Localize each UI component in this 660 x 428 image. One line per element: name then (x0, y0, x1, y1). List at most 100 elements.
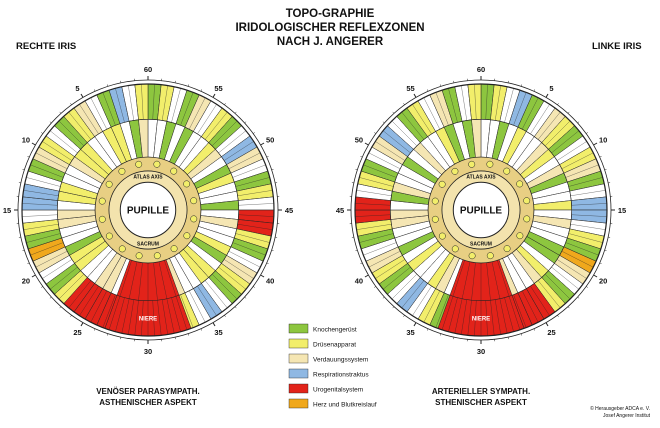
clock-tick (50, 297, 51, 298)
copyright-line-2: Josef Angerer Institut (603, 413, 651, 419)
autonomic-ring-marker (171, 245, 177, 251)
autonomic-ring-marker (106, 181, 112, 187)
legend-swatch (289, 324, 308, 333)
autonomic-ring-marker (487, 252, 493, 258)
clock-tick (70, 103, 71, 105)
autonomic-ring-marker (190, 198, 196, 204)
right-pupil-label: PUPILLE (460, 206, 503, 217)
autonomic-ring-marker (452, 246, 458, 252)
autonomic-ring-marker (154, 161, 160, 167)
clock-label: 40 (355, 277, 363, 286)
autonomic-ring-marker (524, 216, 530, 222)
title-line-3: NACH J. ANGERER (277, 36, 384, 48)
clock-label: 45 (285, 206, 293, 215)
autonomic-ring-marker (119, 168, 125, 174)
clock-label: 25 (73, 328, 81, 337)
left-inner-top-label: ATLAS AXIS (133, 175, 163, 181)
autonomic-ring-marker (432, 198, 438, 204)
clock-tick (440, 334, 441, 336)
clock-tick (374, 286, 376, 287)
clock-label: 15 (618, 206, 626, 215)
clock-tick (521, 334, 522, 336)
clock-tick (355, 250, 357, 251)
clock-tick (440, 84, 441, 86)
clock-label: 50 (355, 136, 363, 145)
autonomic-ring-marker (523, 198, 529, 204)
clock-tick (427, 329, 428, 331)
clock-tick (586, 286, 588, 287)
autonomic-ring-marker (136, 161, 142, 167)
left-iris-diagram: PUPILLE ATLAS AXIS SACRUM NIERE 60510152… (3, 65, 293, 356)
clock-label: 25 (547, 328, 555, 337)
legend-label: Drüsenapparat (313, 342, 356, 349)
autonomic-ring-marker (99, 216, 105, 222)
autonomic-ring-marker (516, 181, 522, 187)
clock-label: 20 (22, 277, 30, 286)
clock-tick (201, 329, 202, 331)
clock-label: 60 (144, 65, 152, 74)
clock-tick (213, 323, 215, 326)
clock-tick (235, 307, 236, 308)
legend-label: Respirationstraktus (313, 372, 369, 379)
clock-tick (521, 84, 522, 86)
right-caption-line-2: STHENISCHER ASPEKT (435, 398, 527, 407)
clock-label: 55 (406, 84, 414, 93)
clock-tick (414, 94, 416, 97)
right-iris-label: LINKE IRIS (592, 41, 642, 52)
clock-tick (600, 156, 602, 157)
autonomic-ring-marker (439, 181, 445, 187)
clock-tick (427, 89, 428, 91)
clock-tick (107, 334, 108, 336)
clock-tick (360, 263, 362, 264)
clock-label: 35 (406, 328, 414, 337)
autonomic-ring-marker (439, 233, 445, 239)
autonomic-ring-marker (119, 246, 125, 252)
clock-tick (81, 94, 83, 97)
right-zone-label: NIERE (472, 316, 490, 322)
clock-tick (568, 112, 569, 113)
clock-tick (578, 297, 579, 298)
autonomic-ring-marker (432, 216, 438, 222)
clock-tick (605, 169, 607, 170)
title-line-2: IRIDOLOGISCHER REFLEXZONEN (235, 22, 424, 34)
clock-tick (374, 132, 376, 133)
clock-tick (360, 156, 362, 157)
clock-tick (267, 156, 269, 157)
legend-swatch (289, 369, 308, 378)
clock-tick (213, 94, 215, 97)
legend-swatch (289, 354, 308, 363)
right-inner-bottom-label: SACRUM (470, 241, 492, 247)
clock-label: 60 (477, 65, 485, 74)
autonomic-ring-marker (136, 253, 142, 259)
clock-tick (414, 323, 416, 326)
autonomic-ring-marker (517, 233, 523, 239)
clock-tick (41, 132, 43, 133)
clock-tick (600, 263, 602, 264)
legend-label: Herz und Blutkreislauf (313, 402, 377, 409)
autonomic-ring-marker (171, 168, 177, 174)
clock-label: 30 (477, 347, 485, 356)
autonomic-ring-marker (504, 245, 510, 251)
clock-tick (235, 112, 236, 113)
autonomic-ring-marker (469, 253, 475, 259)
clock-tick (60, 112, 61, 113)
left-iris-label: RECHTE IRIS (16, 41, 76, 52)
autonomic-ring-marker (469, 161, 475, 167)
clock-tick (22, 250, 24, 251)
clock-label: 35 (214, 328, 222, 337)
clock-tick (605, 250, 607, 251)
clock-tick (188, 84, 189, 86)
copyright-line-1: © Herausgeber ADCA e. V. (590, 405, 650, 412)
left-caption-line-1: VENÖSER PARASYMPATH. (96, 387, 200, 396)
right-inner-top-label: ATLAS AXIS (466, 175, 496, 181)
clock-tick (41, 286, 43, 287)
left-caption-line-2: ASTHENISCHER ASPEKT (99, 398, 197, 407)
clock-tick (94, 89, 95, 91)
legend-swatch (289, 399, 308, 408)
clock-tick (201, 89, 202, 91)
clock-tick (355, 169, 357, 170)
clock-label: 10 (22, 136, 30, 145)
clock-tick (383, 122, 384, 123)
clock-tick (393, 112, 394, 113)
